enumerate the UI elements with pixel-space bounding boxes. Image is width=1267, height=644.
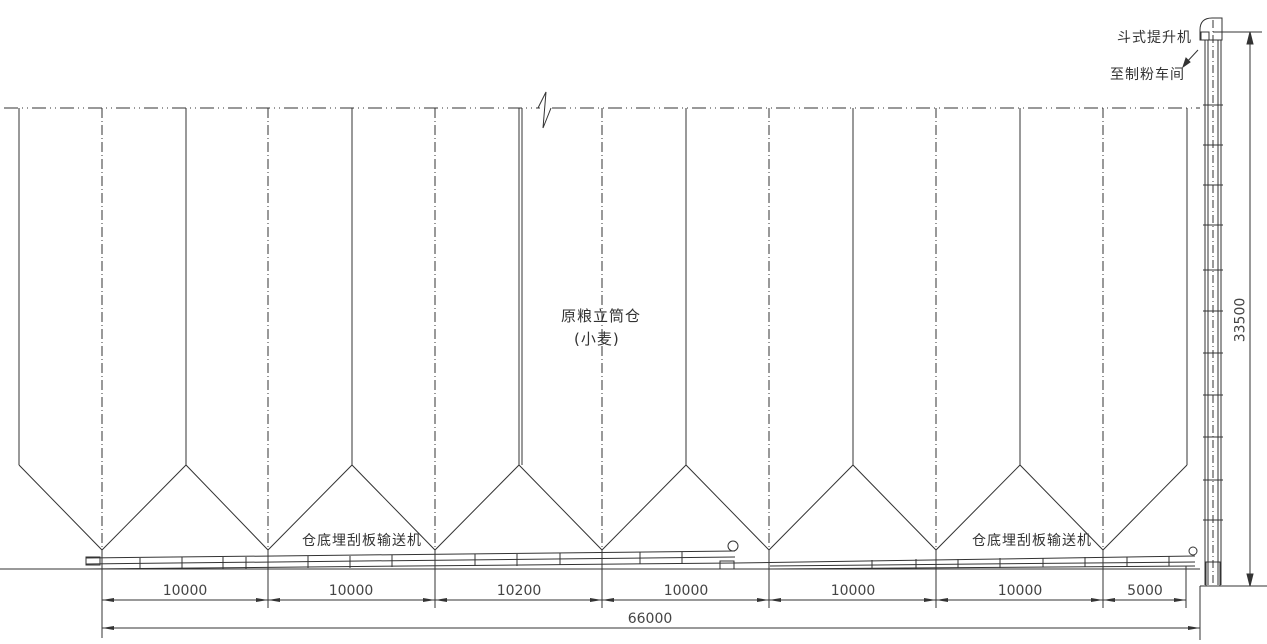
conveyor-right bbox=[734, 546, 1198, 570]
conveyor-label-left: 仓底埋刮板输送机 bbox=[302, 533, 422, 549]
height-dimension-label: 33500 bbox=[1232, 297, 1249, 343]
total-dimension: 66000 bbox=[627, 611, 673, 627]
span-dimension-5: 10000 bbox=[830, 583, 876, 599]
span-dimension-6: 10000 bbox=[997, 583, 1043, 599]
height-dimension bbox=[1213, 31, 1262, 587]
span-dimension-7: 5000 bbox=[1127, 583, 1163, 599]
to-mill-label: 至制粉车间 bbox=[1110, 67, 1185, 83]
span-dimension-3: 10200 bbox=[496, 583, 542, 599]
dimension-arrows bbox=[102, 598, 1200, 630]
break-symbol bbox=[537, 91, 552, 129]
elevator-label: 斗式提升机 bbox=[1117, 30, 1192, 46]
silo-subtitle: (小麦) bbox=[574, 330, 620, 348]
bucket-elevator bbox=[1182, 17, 1267, 640]
silo-title: 原粮立筒仓 bbox=[561, 307, 642, 325]
span-dimension-1: 10000 bbox=[162, 583, 208, 599]
conveyor-label-right: 仓底埋刮板输送机 bbox=[972, 533, 1092, 549]
span-dimension-4: 10000 bbox=[663, 583, 709, 599]
span-dimensions bbox=[101, 550, 1200, 638]
span-dimension-2: 10000 bbox=[328, 583, 374, 599]
conveyor-left bbox=[85, 540, 739, 570]
silo-centerlines bbox=[101, 108, 1104, 550]
silo-walls bbox=[18, 108, 1188, 465]
